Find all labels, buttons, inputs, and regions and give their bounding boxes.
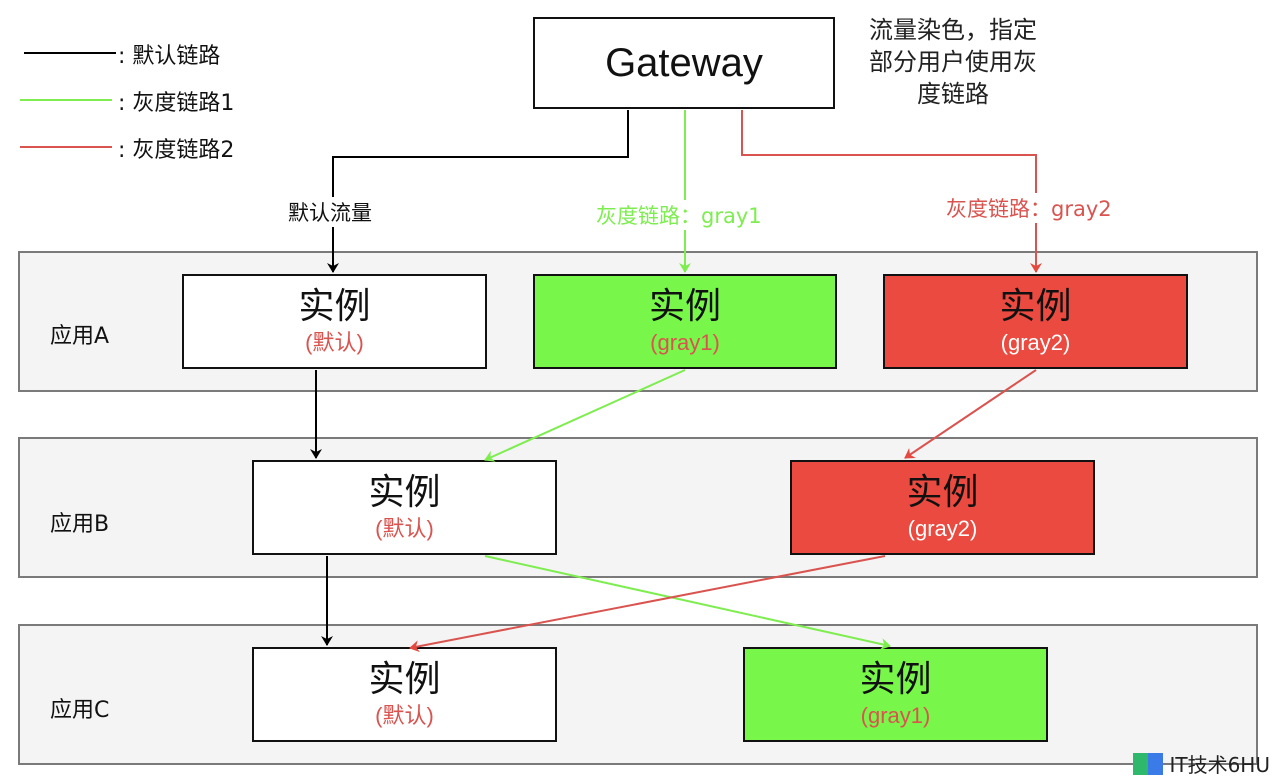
instance-b-gray2: 实例 (gray2): [790, 460, 1095, 555]
edge-label-default-traffic: 默认流量: [288, 197, 372, 227]
instance-c-default: 实例 (默认): [252, 647, 557, 742]
instance-title: 实例: [906, 471, 979, 513]
instance-c-gray1: 实例 (gray1): [743, 647, 1048, 742]
edge-gateway-to-a-gray2: [741, 110, 1042, 273]
instance-tag: (gray1): [650, 329, 720, 355]
lane-label-app-c: 应用C: [50, 698, 110, 723]
instance-title: 实例: [859, 658, 932, 700]
edge-label-gray1: 灰度链路：gray1: [596, 200, 762, 230]
instance-title: 实例: [999, 285, 1072, 327]
lane-label-app-b: 应用B: [50, 512, 110, 537]
legend-line-gray2: [20, 146, 112, 148]
watermark-text: IT技术6HU: [1169, 753, 1270, 777]
gateway-node: Gateway: [533, 17, 835, 109]
watermark: IT技术6HU: [1133, 749, 1270, 778]
legend-label-gray1: : 灰度链路1: [118, 91, 235, 116]
edge-gateway-to-a-default: [327, 110, 629, 273]
instance-a-gray1: 实例 (gray1): [533, 274, 837, 369]
lane-app-c: [18, 624, 1258, 765]
instance-b-default: 实例 (默认): [252, 460, 557, 555]
instance-title: 实例: [368, 658, 441, 700]
instance-title: 实例: [298, 285, 371, 327]
legend-label-gray2: : 灰度链路2: [118, 138, 235, 163]
legend-line-default: [24, 52, 116, 54]
instance-tag: (默认): [305, 329, 364, 355]
instance-title: 实例: [648, 285, 721, 327]
legend-label-default: : 默认链路: [118, 44, 221, 69]
watermark-logo-icon: [1133, 752, 1164, 775]
edge-label-gray2: 灰度链路：gray2: [946, 193, 1112, 223]
instance-a-default: 实例 (默认): [182, 274, 487, 369]
lane-label-app-a: 应用A: [50, 324, 110, 349]
traffic-coloring-note: 流量染色，指定部分用户使用灰度链路: [869, 16, 1037, 108]
instance-tag: (gray1): [860, 702, 931, 728]
gateway-label: Gateway: [605, 40, 763, 85]
instance-tag: (gray2): [1000, 329, 1071, 355]
instance-tag: (默认): [375, 702, 434, 728]
instance-title: 实例: [368, 471, 441, 513]
instance-tag: (默认): [375, 515, 434, 541]
instance-a-gray2: 实例 (gray2): [883, 274, 1188, 369]
legend-line-gray1: [20, 99, 112, 101]
instance-tag: (gray2): [907, 515, 978, 541]
